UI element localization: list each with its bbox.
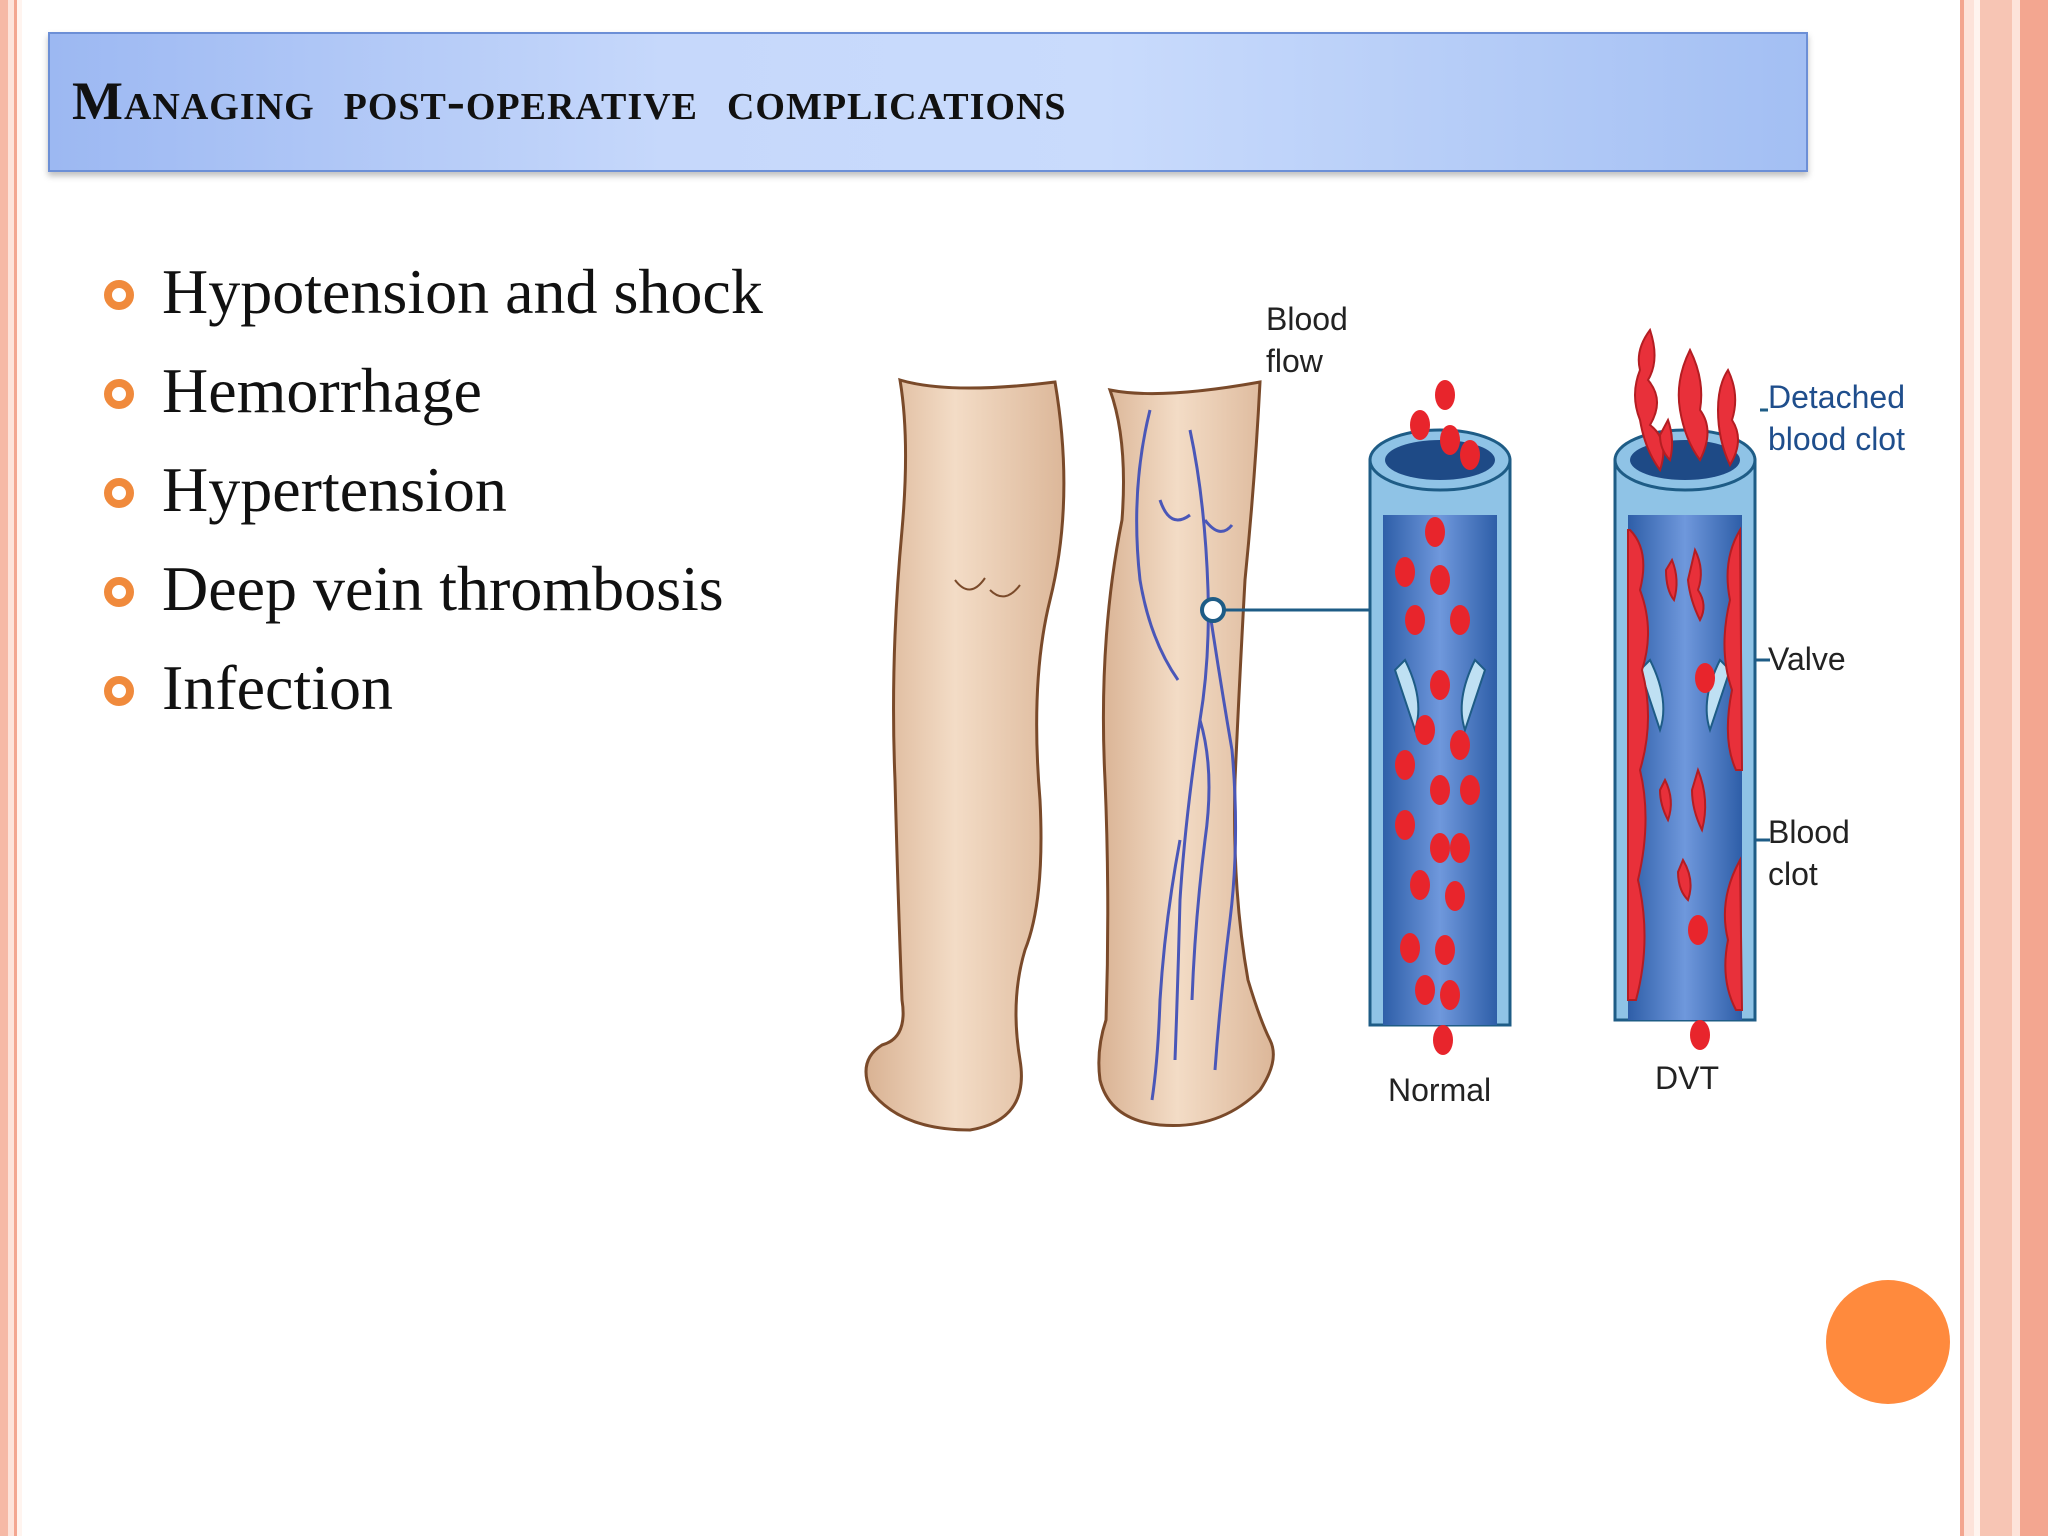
- label-detached-1: Detached: [1768, 379, 1905, 415]
- dvt-diagram: Blood flow: [864, 301, 1905, 1132]
- blood-clots: [1627, 327, 1744, 1011]
- ring-bullet-icon: [104, 379, 134, 409]
- border-stripe: [1980, 0, 2012, 1536]
- right-leg: [1097, 380, 1275, 1128]
- connector-point: [1200, 597, 1226, 623]
- red-blood-cells: [1395, 380, 1480, 1055]
- bullet-item: Hemorrhage: [104, 351, 763, 450]
- bullet-text: Hemorrhage: [162, 355, 482, 426]
- label-blood-clot-1: Blood: [1768, 814, 1850, 850]
- border-stripe: [17, 0, 22, 1536]
- ring-bullet-icon: [104, 280, 134, 310]
- ring-bullet-icon: [104, 478, 134, 508]
- left-leg: [864, 377, 1066, 1132]
- bullet-item: Infection: [104, 648, 763, 747]
- decorative-circle: [1826, 1280, 1950, 1404]
- border-stripe: [1960, 0, 1964, 1536]
- bullet-text: Hypertension: [162, 454, 507, 525]
- bullet-text: Hypotension and shock: [162, 256, 763, 327]
- bullet-text: Deep vein thrombosis: [162, 553, 724, 624]
- dvt-vessel: [1613, 327, 1757, 1050]
- border-stripe: [1974, 0, 1980, 1536]
- bullet-text: Infection: [162, 652, 393, 723]
- bullet-list: Hypotension and shock Hemorrhage Hyperte…: [104, 252, 763, 747]
- slide-title: Managing post-operative complications: [72, 71, 1067, 131]
- border-stripe: [2020, 0, 2048, 1536]
- border-stripe: [8, 0, 14, 1536]
- title-bar: Managing post-operative complications: [48, 32, 1808, 172]
- ring-bullet-icon: [104, 577, 134, 607]
- dvt-red-blood-cells: [1688, 663, 1715, 1050]
- ring-bullet-icon: [104, 676, 134, 706]
- leg-veins: [1135, 409, 1238, 1101]
- label-valve: Valve: [1768, 641, 1846, 677]
- dvt-illustration: Blood flow: [860, 300, 1960, 1150]
- label-blood-clot-2: clot: [1768, 856, 1818, 892]
- border-stripe: [2012, 0, 2020, 1536]
- label-dvt: DVT: [1655, 1060, 1719, 1096]
- label-normal: Normal: [1388, 1072, 1491, 1108]
- label-blood-flow-1: Blood: [1266, 301, 1348, 337]
- border-stripe: [1964, 0, 1974, 1536]
- bullet-item: Hypertension: [104, 450, 763, 549]
- border-stripe: [14, 0, 17, 1536]
- bullet-item: Hypotension and shock: [104, 252, 763, 351]
- border-stripe: [0, 0, 8, 1536]
- label-detached-2: blood clot: [1768, 421, 1905, 457]
- label-blood-flow-2: flow: [1266, 343, 1324, 379]
- normal-vessel: [1368, 380, 1512, 1055]
- bullet-item: Deep vein thrombosis: [104, 549, 763, 648]
